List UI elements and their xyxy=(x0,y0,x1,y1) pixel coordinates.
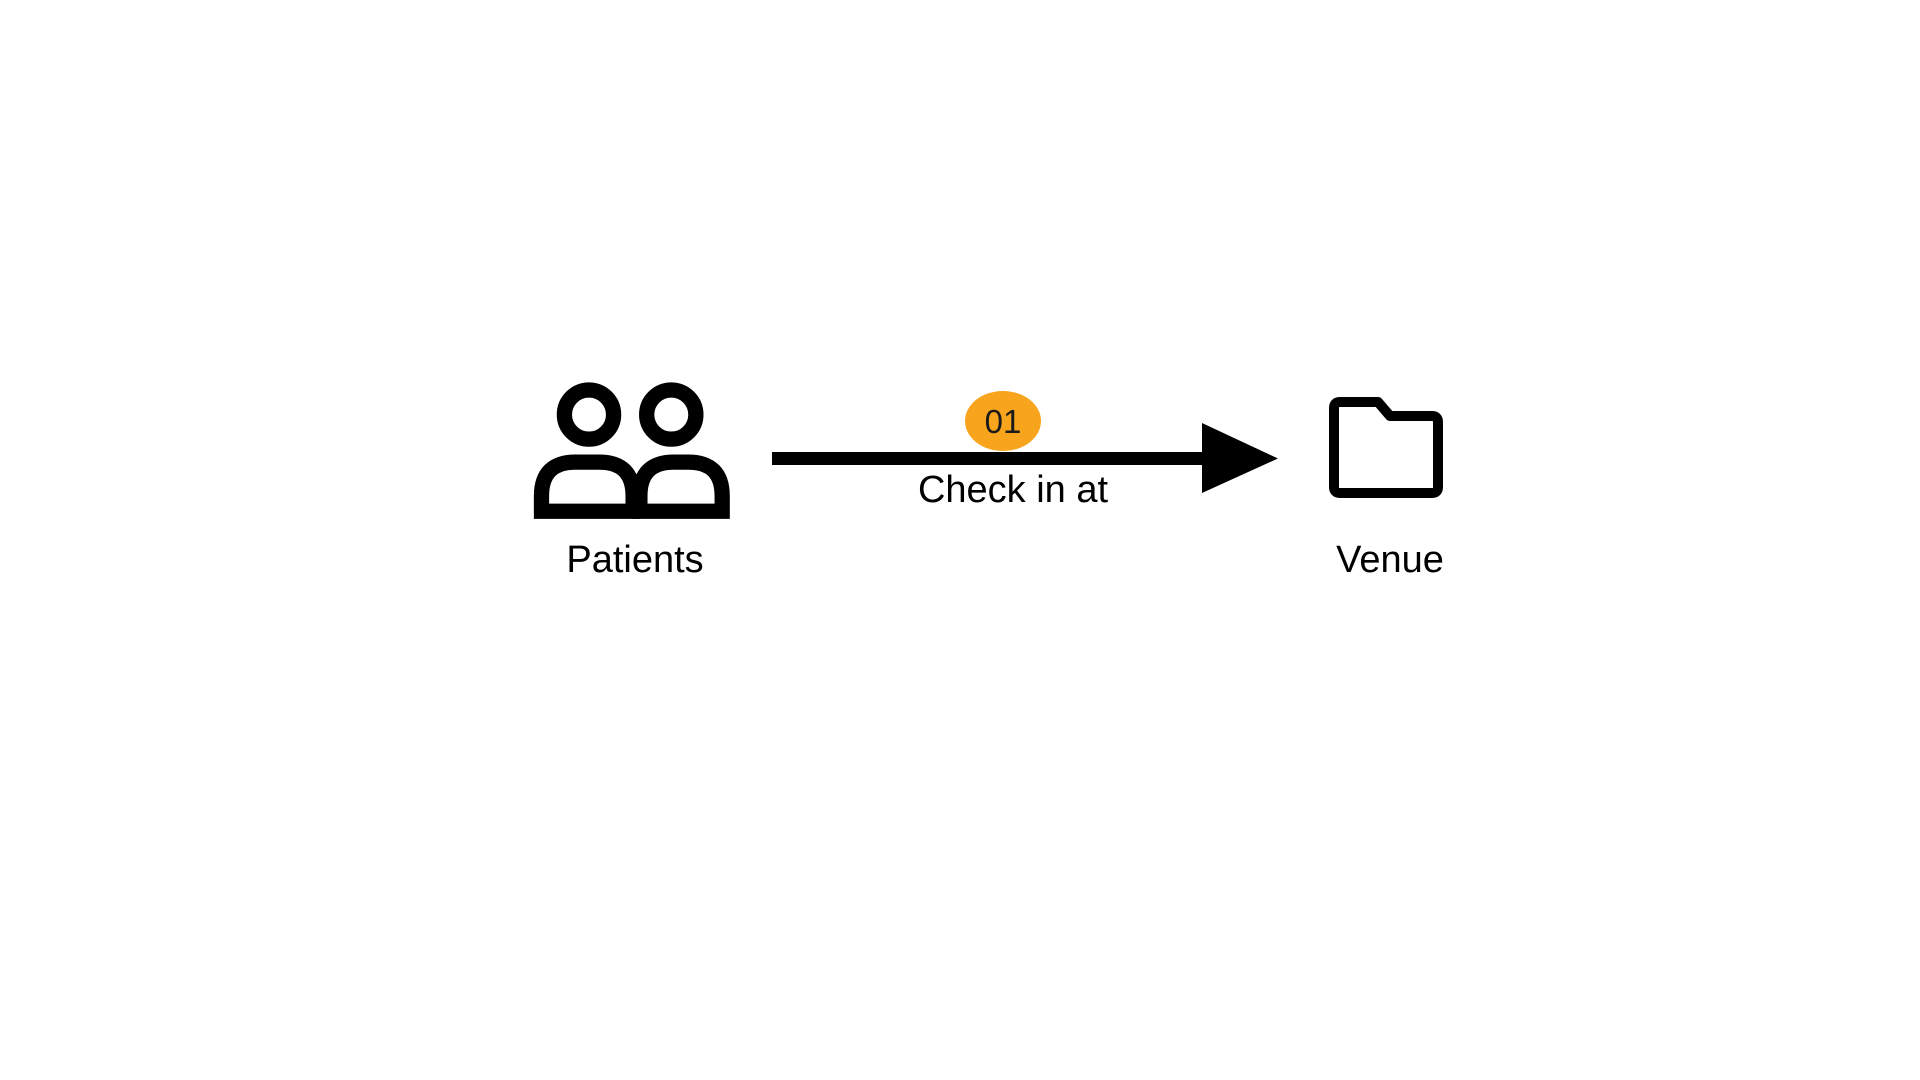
edge-label: Check in at xyxy=(917,469,1109,511)
node-patients[interactable] xyxy=(533,377,740,520)
badge-circle xyxy=(965,391,1041,451)
node-label-venue: Venue xyxy=(1336,539,1444,581)
folder-icon xyxy=(1329,397,1443,498)
folder-icon-shape xyxy=(1329,397,1443,498)
people-icon xyxy=(533,382,730,519)
people-icon-body-left xyxy=(533,454,641,519)
arrow-icon xyxy=(772,423,1278,493)
step-badge: 01 xyxy=(965,391,1041,451)
people-icon-head-right xyxy=(639,382,704,447)
people-icon-body-right xyxy=(632,454,730,519)
node-label-patients: Patients xyxy=(566,539,704,581)
node-venue[interactable] xyxy=(1326,394,1446,502)
badge-text: 01 xyxy=(985,403,1022,440)
arrow-head xyxy=(1202,423,1278,493)
people-icon-head-left xyxy=(556,382,622,447)
